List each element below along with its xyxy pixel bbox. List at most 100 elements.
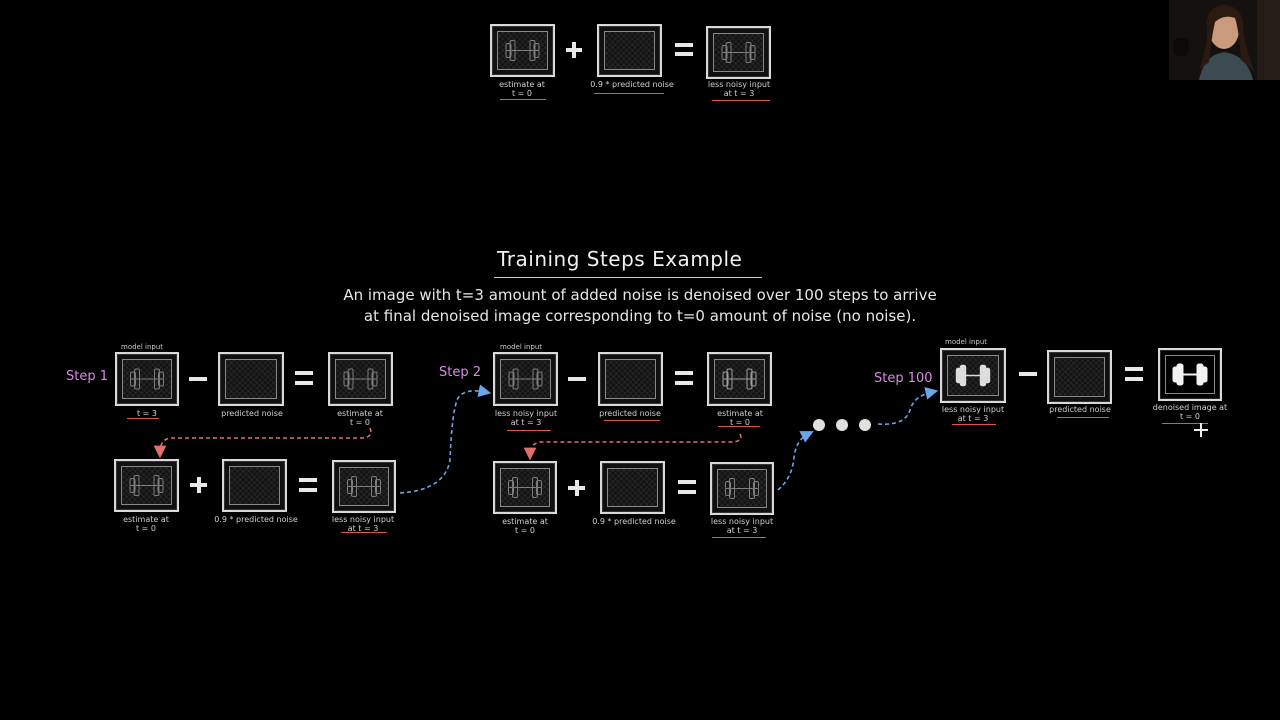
minus-icon bbox=[568, 377, 586, 381]
cursor-crosshair-icon bbox=[1194, 423, 1208, 437]
image-frame bbox=[597, 24, 662, 77]
underline bbox=[341, 532, 387, 533]
underline bbox=[712, 100, 770, 101]
dumbbell-icon bbox=[1172, 363, 1208, 386]
underline bbox=[500, 99, 546, 100]
dumbbell-plate bbox=[508, 480, 514, 495]
image-frame bbox=[707, 352, 772, 406]
dumbbell-icon bbox=[722, 368, 757, 390]
dumbbell-plate bbox=[722, 371, 729, 387]
image-frame bbox=[940, 348, 1006, 403]
dumbbell-plate bbox=[129, 478, 136, 493]
dumbbell-plate bbox=[983, 367, 991, 384]
underline bbox=[712, 537, 766, 538]
webcam-presenter bbox=[1169, 0, 1280, 80]
underline bbox=[127, 418, 159, 419]
image-frame bbox=[1158, 348, 1222, 401]
dumbbell-icon bbox=[347, 476, 381, 497]
dumbbell-icon bbox=[955, 364, 991, 387]
equals-icon-top bbox=[299, 478, 317, 482]
image-frame bbox=[1047, 350, 1112, 404]
dumbbell-plate bbox=[532, 368, 539, 390]
caption: predicted noise bbox=[599, 409, 661, 418]
image-frame bbox=[493, 461, 557, 514]
ellipsis-dots-icon bbox=[859, 419, 871, 431]
dumbbell-plate bbox=[347, 368, 354, 390]
dumbbell-plate bbox=[153, 475, 160, 496]
caption: 0.9 * predicted noise bbox=[214, 515, 298, 524]
plus-icon-vertical bbox=[196, 477, 201, 493]
dumbbell-icon bbox=[505, 40, 540, 61]
equals-icon-top bbox=[1125, 367, 1143, 371]
underline bbox=[1162, 423, 1208, 424]
dumbbell-icon bbox=[721, 42, 756, 63]
dumbbell-plate bbox=[721, 45, 728, 60]
dumbbell-plate bbox=[375, 479, 381, 494]
dumbbell-plate bbox=[133, 475, 140, 496]
image-frame bbox=[115, 352, 179, 406]
dumbbell-plate bbox=[529, 40, 536, 61]
dumbbell-plate bbox=[512, 368, 519, 390]
underline bbox=[1057, 417, 1109, 418]
arrow-blue bbox=[777, 431, 814, 491]
dumbbell-icon bbox=[725, 478, 759, 499]
equals-icon-top bbox=[295, 371, 313, 375]
dumbbell-plate bbox=[509, 40, 516, 61]
dumbbell-plate bbox=[729, 478, 735, 499]
dumbbell-plate bbox=[154, 368, 160, 390]
step-2-label: Step 2 bbox=[439, 365, 482, 380]
image-frame bbox=[490, 24, 555, 77]
model-input-label: model input bbox=[121, 343, 164, 351]
title-underline bbox=[494, 277, 762, 278]
minus-icon bbox=[1019, 372, 1037, 376]
dumbbell-plate bbox=[533, 43, 540, 58]
dumbbell-plate bbox=[749, 478, 755, 499]
dumbbell-plate bbox=[725, 481, 731, 496]
underline bbox=[718, 426, 760, 427]
image-frame bbox=[222, 459, 287, 512]
dumbbell-plate bbox=[725, 42, 732, 63]
equals-icon-bottom bbox=[1125, 377, 1143, 381]
equals-icon-top bbox=[675, 371, 693, 375]
underline bbox=[507, 430, 551, 431]
dumbbell-icon bbox=[129, 475, 164, 496]
description-line: at final denoised image corresponding to… bbox=[363, 307, 917, 325]
image-frame bbox=[598, 352, 663, 406]
image-frame bbox=[328, 352, 393, 406]
dumbbell-plate bbox=[157, 478, 164, 493]
dumbbell-plate bbox=[343, 371, 350, 387]
model-input-label: model input bbox=[945, 338, 988, 346]
dumbbell-plate bbox=[347, 479, 353, 494]
underline bbox=[604, 420, 660, 421]
dumbbell-plate bbox=[351, 476, 357, 497]
image-frame bbox=[114, 459, 179, 512]
equals-icon-top bbox=[678, 480, 696, 484]
dumbbell-plate bbox=[746, 368, 753, 390]
caption: predicted noise bbox=[221, 409, 283, 418]
page-title: Training Steps Example bbox=[497, 247, 743, 271]
dumbbell-plate bbox=[726, 368, 733, 390]
image-frame bbox=[332, 460, 396, 513]
description: An image with t=3 amount of added noise … bbox=[240, 285, 1040, 327]
dumbbell-plate bbox=[1200, 366, 1208, 383]
dumbbell-icon bbox=[508, 368, 543, 390]
equals-icon-bottom bbox=[675, 381, 693, 385]
dumbbell-plate bbox=[371, 476, 377, 497]
caption: predicted noise bbox=[1049, 405, 1111, 414]
minus-icon bbox=[189, 377, 207, 381]
dumbbell-icon bbox=[343, 368, 378, 390]
dumbbell-plate bbox=[749, 45, 756, 60]
model-input-label: model input bbox=[500, 343, 543, 351]
dumbbell-plate bbox=[367, 368, 374, 390]
dumbbell-plate bbox=[512, 477, 518, 498]
